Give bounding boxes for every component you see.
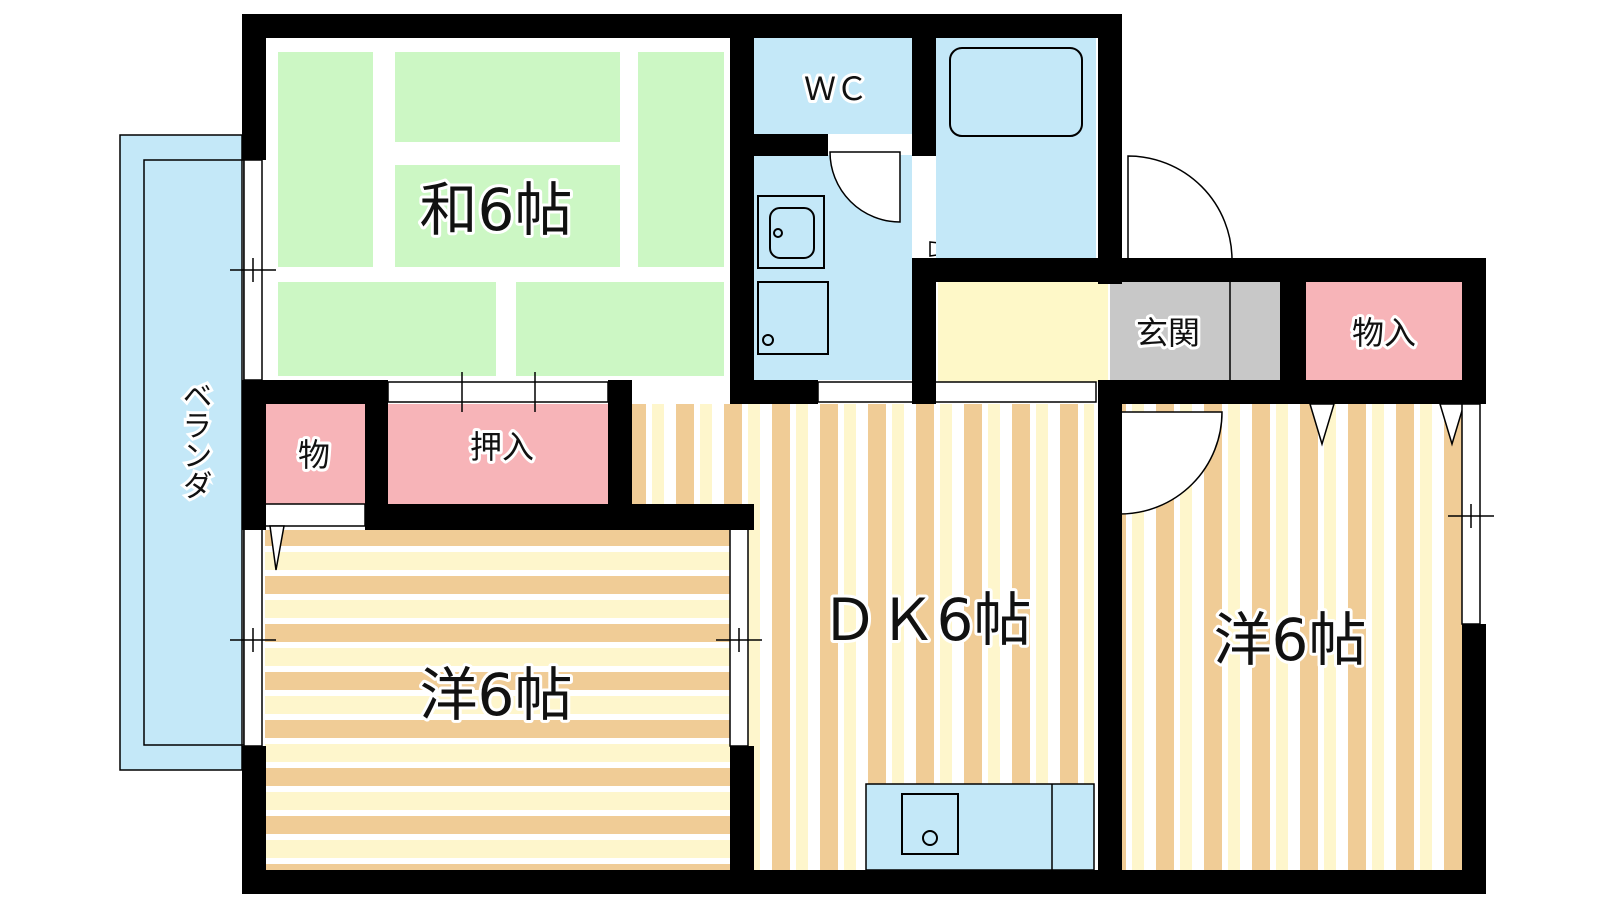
closet-oshiire bbox=[388, 404, 608, 504]
kitchen-counter bbox=[865, 783, 1095, 871]
label-wc: ＷＣ bbox=[804, 70, 868, 108]
label-western-room-left: 洋6帖 bbox=[420, 661, 573, 729]
entrance bbox=[1110, 282, 1280, 382]
western-room-left bbox=[265, 530, 730, 870]
label-japanese-room: 和6帖 bbox=[420, 176, 573, 244]
entrance-door bbox=[1127, 155, 1233, 261]
label-closet-oshiire: 押入 bbox=[470, 428, 534, 466]
dk-door bbox=[1119, 411, 1223, 515]
label-veranda: ベランダ bbox=[177, 380, 212, 500]
washroom bbox=[752, 151, 986, 380]
label-closet-right: 物入 bbox=[1352, 314, 1416, 352]
japanese-room bbox=[262, 38, 730, 378]
closet-right bbox=[1306, 282, 1462, 380]
bathroom bbox=[936, 38, 1096, 258]
label-entrance: 玄関 bbox=[1136, 314, 1200, 352]
wc-room bbox=[752, 38, 912, 134]
closet-small bbox=[265, 404, 365, 504]
label-dk: ＤＫ6帖 bbox=[821, 586, 1032, 654]
label-closet-small: 物 bbox=[298, 436, 330, 474]
veranda bbox=[119, 134, 245, 771]
label-western-room-right: 洋6帖 bbox=[1214, 606, 1367, 674]
walls bbox=[242, 14, 1486, 894]
hall bbox=[938, 282, 1108, 382]
